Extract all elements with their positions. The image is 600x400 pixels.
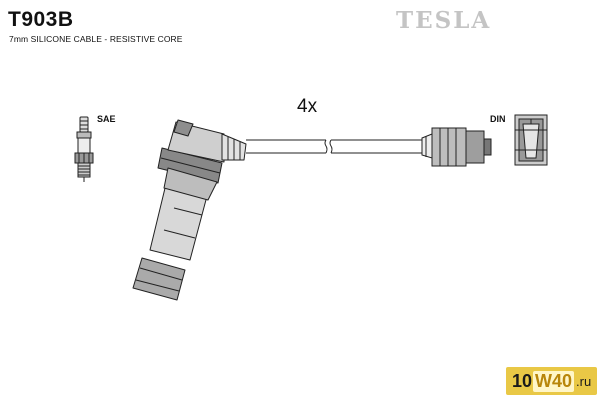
watermark-prefix: 10 <box>512 370 533 391</box>
watermark-tld: .ru <box>576 373 592 389</box>
sae-label: SAE <box>97 114 116 124</box>
watermark-logo: 10 W40 .ru <box>506 367 598 395</box>
cable-icon <box>246 139 422 154</box>
watermark-mid: W40 <box>533 370 575 392</box>
plug-boot-icon <box>132 119 247 301</box>
brand-logo: TESLA <box>396 7 492 34</box>
quantity-label: 4x <box>297 96 318 117</box>
din-label: DIN <box>490 114 506 124</box>
cable-spec: 7mm SILICONE CABLE - RESISTIVE CORE <box>9 34 183 44</box>
din-terminal-icon <box>514 114 548 166</box>
spark-plug-icon <box>74 116 94 182</box>
part-number: T903B <box>8 8 74 31</box>
connector-end-icon <box>421 127 492 167</box>
